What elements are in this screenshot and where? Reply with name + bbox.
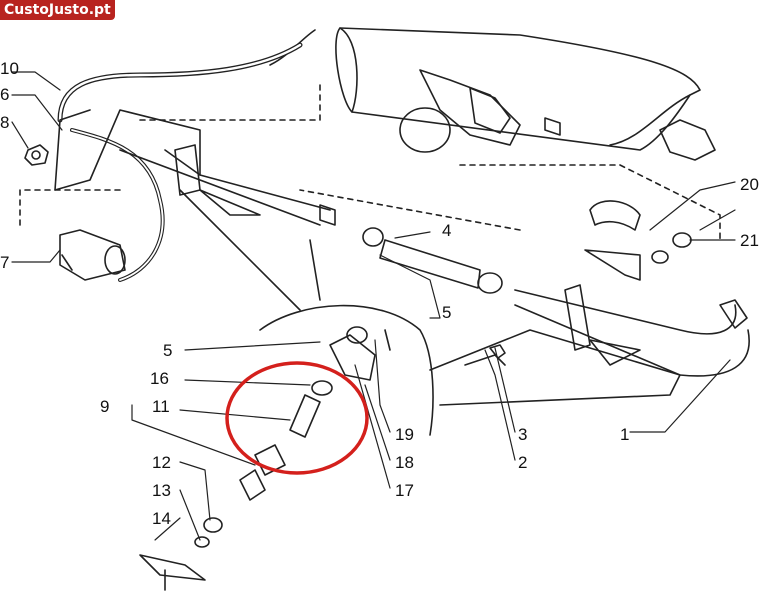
logo-text: CustoJusto.pt bbox=[4, 2, 111, 18]
callout-16: 17 bbox=[395, 481, 414, 500]
reference-lines bbox=[19, 79, 721, 241]
vacuum-hose bbox=[57, 42, 303, 282]
callout-5-upper: 5 bbox=[442, 303, 451, 322]
callout-3: 3 bbox=[518, 425, 527, 444]
callout-10: 9 bbox=[100, 397, 109, 416]
callout-18: 19 bbox=[395, 425, 414, 444]
callout-1: 1 bbox=[620, 425, 629, 444]
callout-13: 13 bbox=[152, 481, 171, 500]
detail-inset bbox=[139, 189, 681, 591]
custojusto-logo: CustoJusto.pt bbox=[0, 0, 115, 20]
callout-12: 12 bbox=[152, 453, 171, 472]
callout-17: 18 bbox=[395, 453, 414, 472]
callout-9: 8 bbox=[0, 113, 9, 132]
fuel-rail bbox=[54, 109, 750, 377]
clip-assembly bbox=[584, 200, 692, 281]
highlight-circle bbox=[225, 361, 369, 475]
callout-14: 14 bbox=[152, 509, 171, 528]
sleeve-part-4 bbox=[362, 227, 503, 294]
canister-assembly bbox=[269, 27, 716, 161]
callout-5-lower: 5 bbox=[163, 341, 172, 360]
callout-2: 2 bbox=[518, 453, 527, 472]
leader-lines bbox=[11, 71, 736, 541]
callout-6: 6 bbox=[0, 85, 9, 104]
callout-4: 4 bbox=[442, 221, 451, 240]
pressure-regulator bbox=[59, 229, 126, 281]
callout-11: 11 bbox=[152, 397, 170, 416]
callout-20: 21 bbox=[740, 231, 759, 250]
callout-15: 16 bbox=[150, 369, 169, 388]
callout-8: 10 bbox=[0, 59, 19, 78]
nut-part-9 bbox=[24, 144, 49, 166]
callout-7: 7 bbox=[0, 253, 9, 272]
callout-19: 20 bbox=[740, 175, 759, 194]
